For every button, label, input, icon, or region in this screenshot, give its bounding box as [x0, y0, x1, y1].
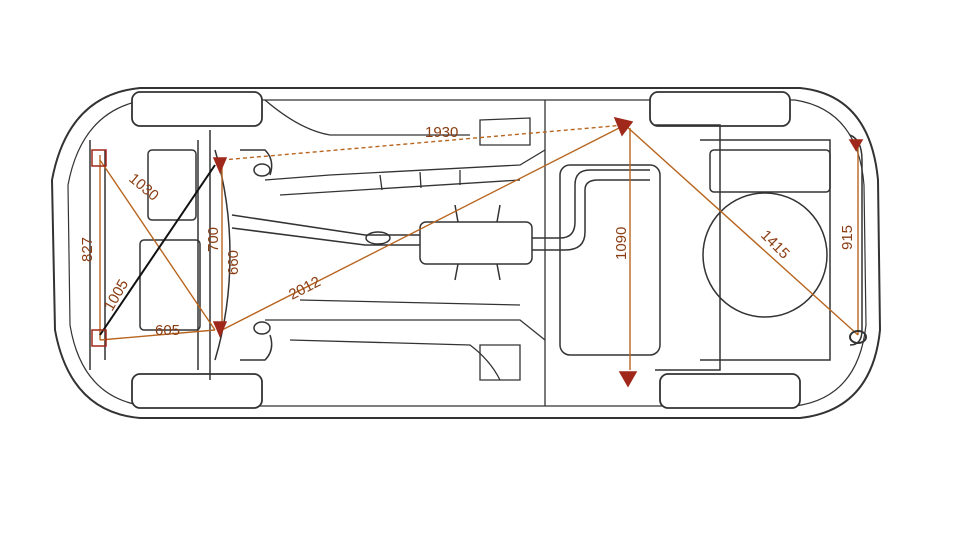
mount-front-left-icon: [91, 149, 107, 167]
dim-line-1415: [624, 124, 859, 336]
fuel-tank: [709, 149, 831, 193]
label-827: 827: [79, 237, 96, 262]
mount-front-right-icon: [91, 329, 107, 347]
rear-axle: [559, 124, 863, 371]
dim-line-605: [99, 329, 216, 341]
rear-left-wheel: [649, 91, 791, 127]
label-1415: 1415: [757, 227, 793, 263]
label-1930: 1930: [425, 124, 458, 141]
car-body-outline: [50, 87, 882, 419]
label-605: 605: [155, 322, 180, 339]
dim-line-1930: [221, 124, 626, 161]
label-1030: 1030: [125, 170, 161, 204]
dim-line-2012: [221, 124, 626, 331]
front-subframe: [89, 130, 273, 380]
muffler: [419, 221, 533, 265]
rear-right-wheel: [659, 373, 801, 409]
mount-rear-bottom-icon: [618, 371, 638, 388]
mount-points: [91, 116, 867, 388]
front-right-wheel: [131, 373, 263, 409]
dim-line-cross: [99, 159, 216, 331]
label-1090: 1090: [613, 227, 630, 260]
mount-mid-right-icon: [212, 321, 228, 338]
front-left-wheel: [131, 91, 263, 127]
mount-mid-left-icon: [212, 157, 228, 174]
mount-rear-top-icon: [848, 139, 864, 152]
dim-line-1030-1005: [99, 164, 216, 336]
label-2012: 2012: [286, 273, 323, 303]
floor-rails: [264, 99, 546, 406]
dimension-lines: [99, 124, 859, 370]
wheels: [131, 91, 801, 409]
spare-wheel: [702, 192, 828, 318]
catalytic-converter: [365, 231, 391, 245]
exhaust-system: [231, 169, 650, 281]
label-700: 700: [205, 227, 222, 252]
label-915: 915: [839, 225, 856, 250]
mount-rear-left-icon: [613, 116, 634, 137]
mount-rear-right-icon: [849, 330, 867, 344]
label-660: 660: [225, 250, 242, 275]
